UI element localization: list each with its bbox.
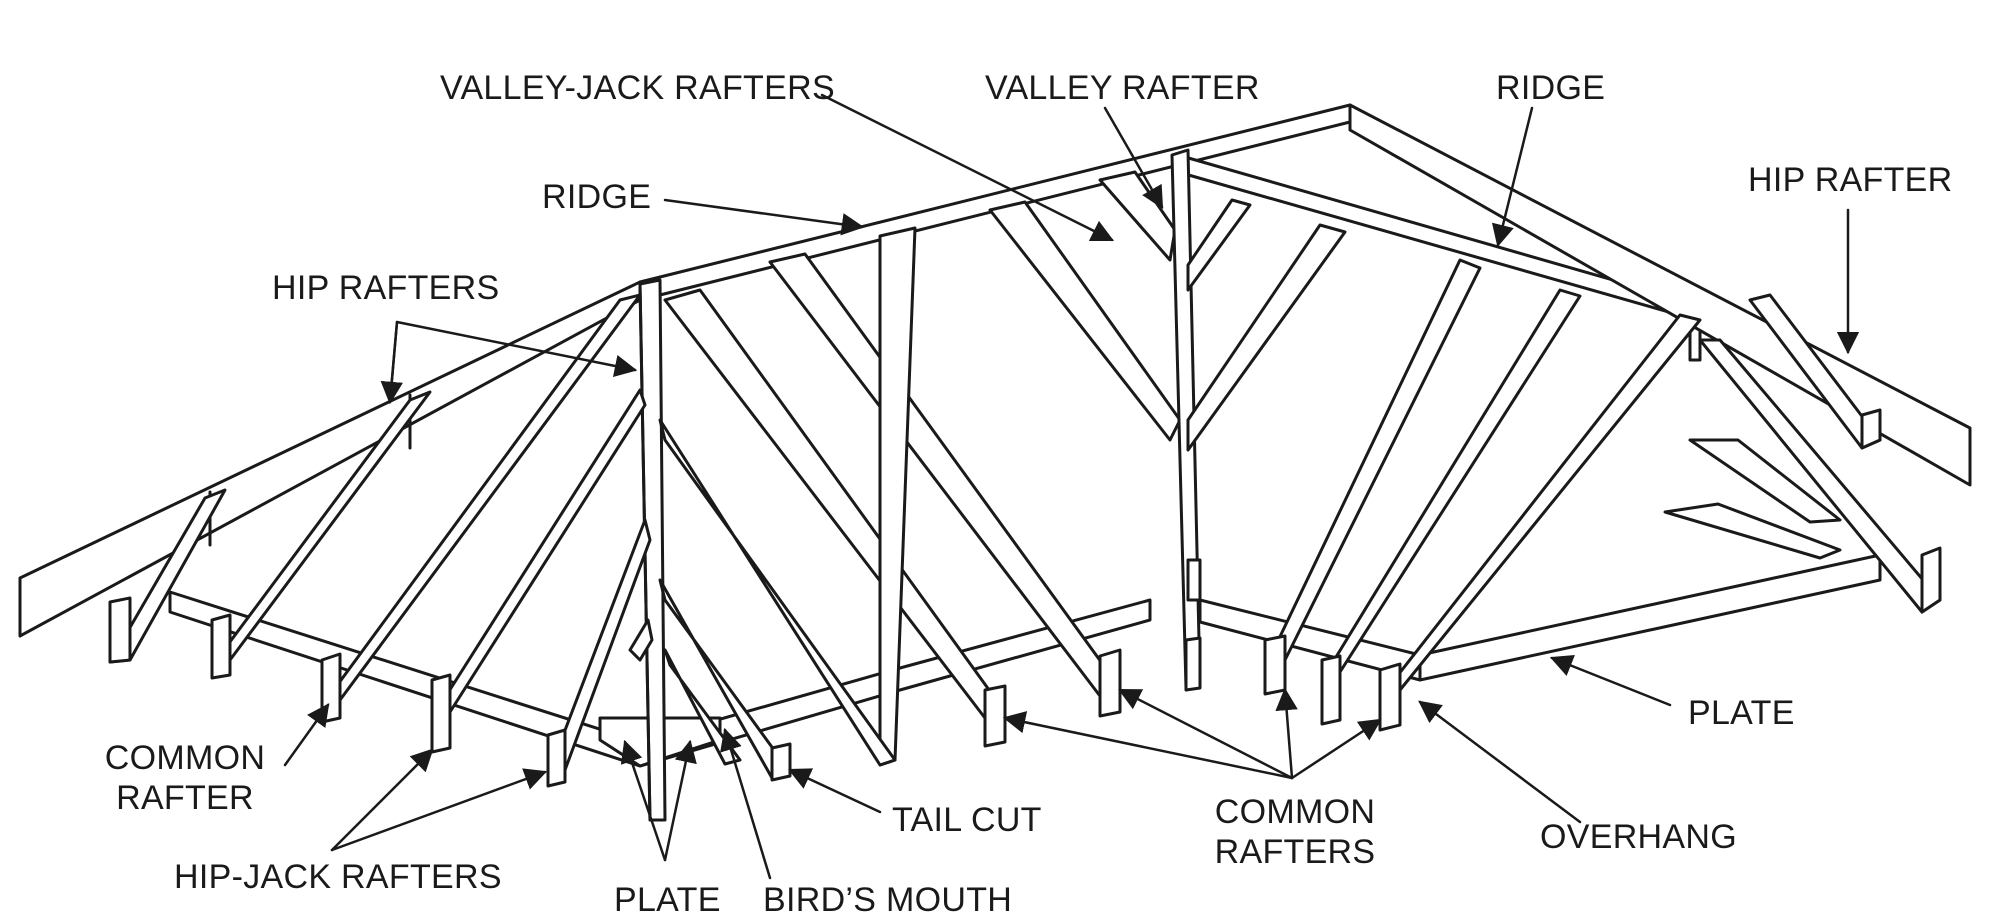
leader-plate-1 [620,739,667,862]
label-common-rafter-line1: COMMON [104,739,266,777]
leader-common-rafters-4 [1290,718,1382,780]
leader-valley-jack [820,93,1115,242]
label-ridge-top: RIDGE [1496,69,1606,107]
hip-rafter-right [1698,293,1942,614]
hip-board-right [1348,103,1972,487]
label-plate-right: PLATE [1688,694,1795,732]
label-tail-cut: TAIL CUT [892,801,1042,839]
label-common-rafters: COMMON RAFTERS [1200,792,1390,872]
label-valley-jack-rafters: VALLEY-JACK RAFTERS [440,69,835,107]
label-plate-bottom: PLATE [614,881,721,919]
label-common-rafters-line1: COMMON [1214,793,1376,831]
label-valley-rafter: VALLEY RAFTER [985,69,1260,107]
leader-overhang [1418,700,1582,824]
leader-tail-cut [787,768,882,814]
leader-common-rafters-2 [1117,688,1294,780]
common-rafters-main [658,226,1122,782]
leader-common-rafter [283,703,330,767]
leader-plate-right [1549,655,1672,707]
label-common-rafters-line2: RAFTERS [1214,833,1376,871]
hip-board-left [18,280,642,638]
rafters-left-wing [108,293,642,724]
leader-hip-jack-2 [330,768,548,852]
common-rafters-right-wing [1186,198,1702,732]
leader-common-rafters-3 [1275,687,1298,780]
label-birds-mouth: BIRD’S MOUTH [763,881,1013,919]
label-hip-jack-rafters: HIP-JACK RAFTERS [174,858,502,896]
valley-rafter [1170,148,1202,692]
label-hip-rafters: HIP RAFTERS [272,269,500,307]
label-overhang: OVERHANG [1540,818,1737,856]
leader-hip-rafters-2 [380,320,403,405]
label-hip-rafter: HIP RAFTER [1748,161,1953,199]
leader-hip-jack-1 [330,748,434,852]
leader-birds-mouth [720,727,772,880]
label-common-rafter: COMMON RAFTER [95,738,275,818]
leader-plate-2 [663,739,697,862]
leader-ridge-top [1491,106,1534,248]
label-common-rafter-line2: RAFTER [116,779,254,817]
label-ridge-left: RIDGE [542,178,652,216]
valley-jack-rafters [988,170,1182,442]
leader-ridge-left [663,198,865,236]
hip-jack-rafters-right [1663,438,1842,560]
leader-common-rafters-1 [1002,711,1294,780]
leader-valley-rafter [1103,106,1164,209]
hip-jack-rafters-left [430,388,654,788]
